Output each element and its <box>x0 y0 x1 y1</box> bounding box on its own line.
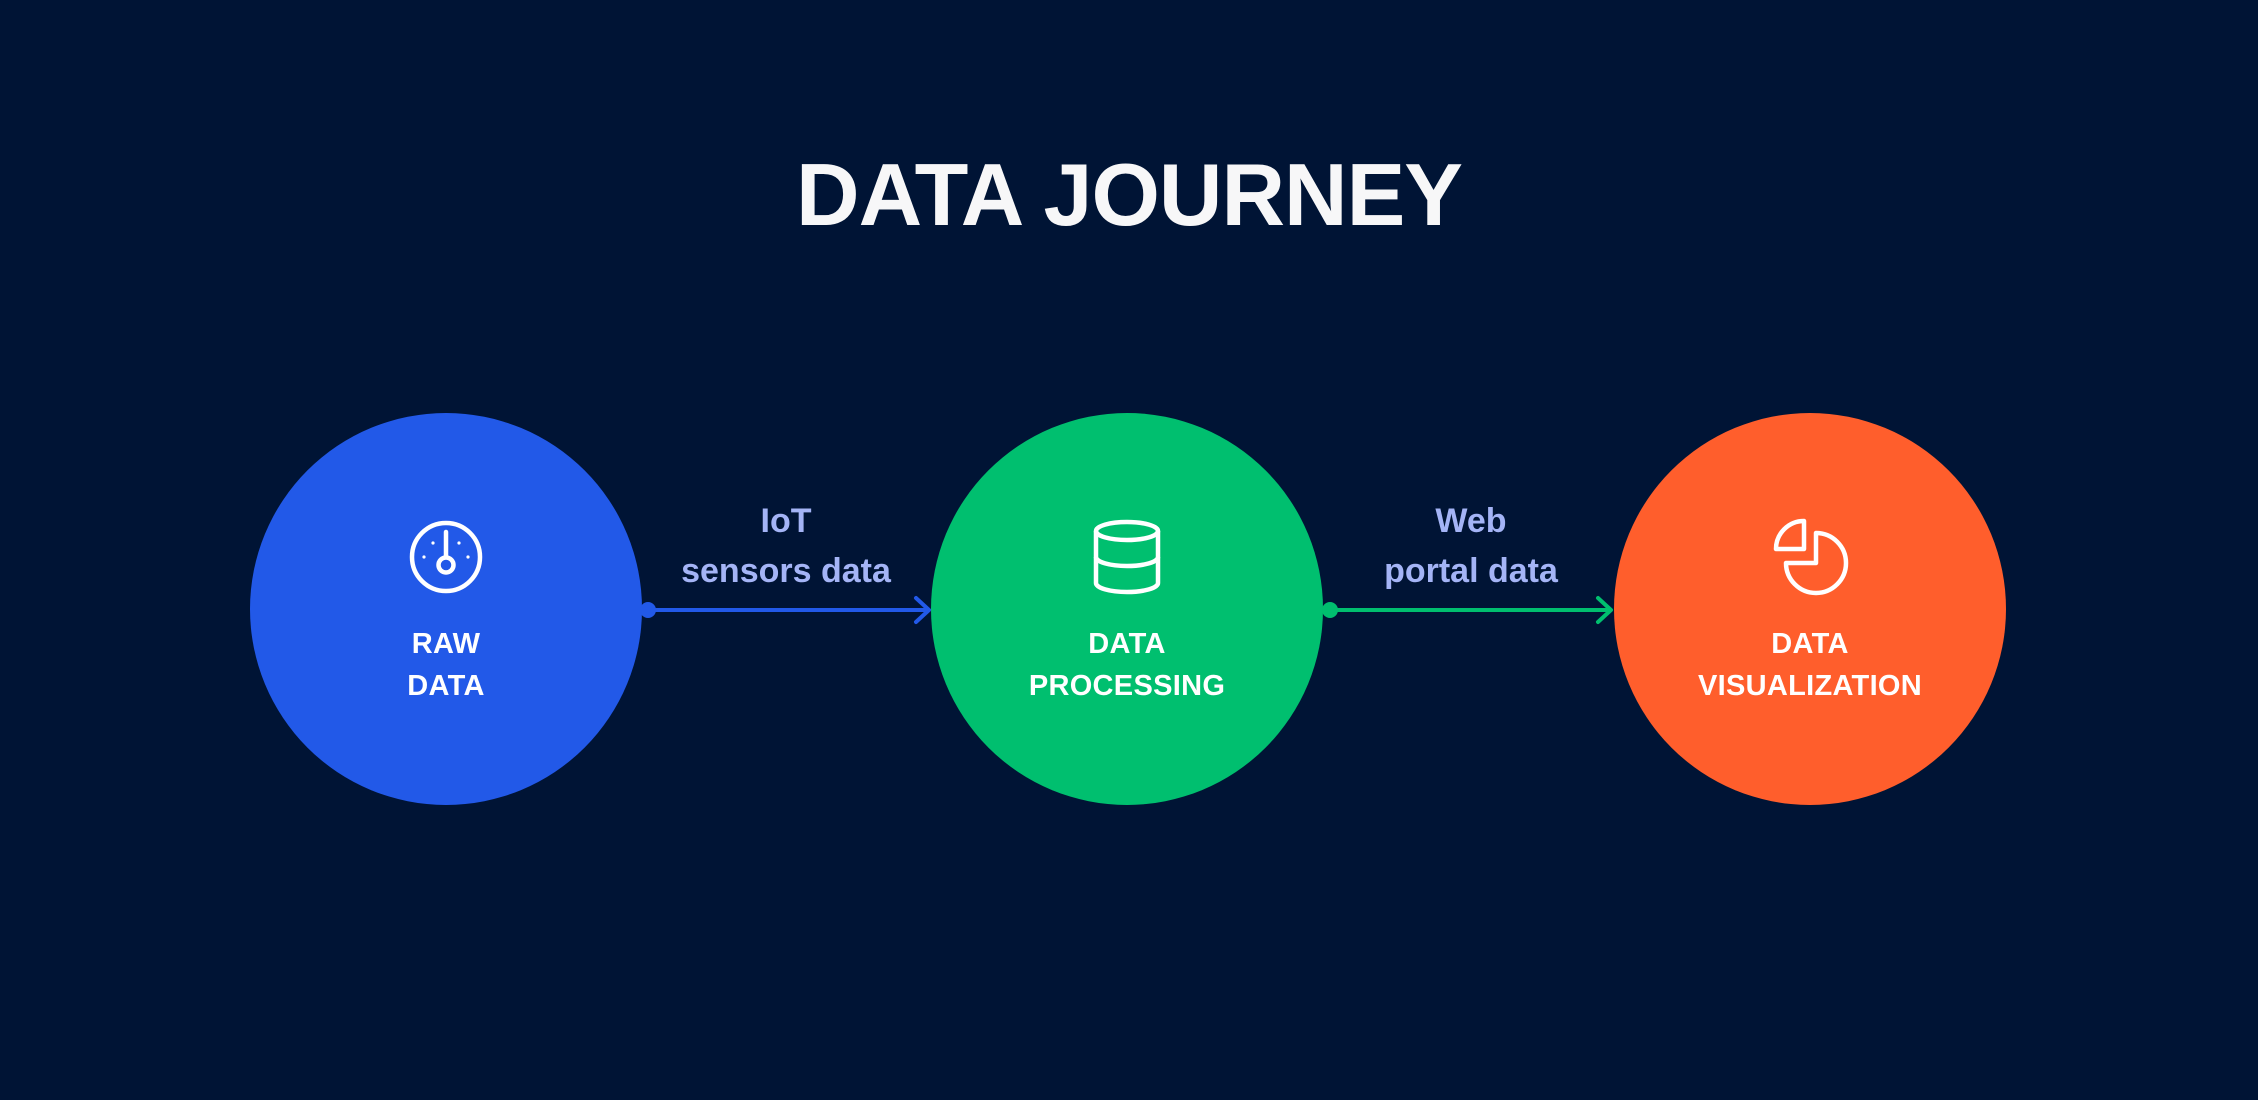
node-label: DATA VISUALIZATION <box>1614 623 2006 707</box>
connector-label-iot: IoT sensors data <box>626 496 946 596</box>
node-label: RAW DATA <box>250 623 642 707</box>
arrow-processing-to-visualization <box>1318 590 1618 630</box>
connector-label-line: IoT <box>760 502 812 540</box>
node-label-line: VISUALIZATION <box>1697 670 1923 702</box>
node-label: DATA PROCESSING <box>931 623 1323 707</box>
node-label-line: DATA <box>1088 628 1166 660</box>
arrowhead-icon <box>914 596 931 624</box>
pie-chart-icon <box>1768 515 1852 599</box>
node-label-line: PROCESSING <box>1028 670 1226 702</box>
node-label-line: DATA <box>1771 628 1849 660</box>
connector-label-line: portal data <box>1384 552 1558 590</box>
node-label-line: DATA <box>407 670 485 702</box>
node-data-visualization: DATA VISUALIZATION <box>1614 413 2006 805</box>
connector-label-line: Web <box>1435 502 1507 540</box>
node-data-processing: DATA PROCESSING <box>931 413 1323 805</box>
connector-label-line: sensors data <box>681 552 891 590</box>
gauge-icon <box>404 515 488 599</box>
connector-label-web: Web portal data <box>1311 496 1631 596</box>
page-title: DATA JOURNEY <box>796 145 1463 244</box>
arrow-raw-to-processing <box>636 590 936 630</box>
node-label-line: RAW <box>411 628 481 660</box>
database-icon <box>1085 515 1169 599</box>
node-raw-data: RAW DATA <box>250 413 642 805</box>
arrowhead-icon <box>1596 596 1613 624</box>
